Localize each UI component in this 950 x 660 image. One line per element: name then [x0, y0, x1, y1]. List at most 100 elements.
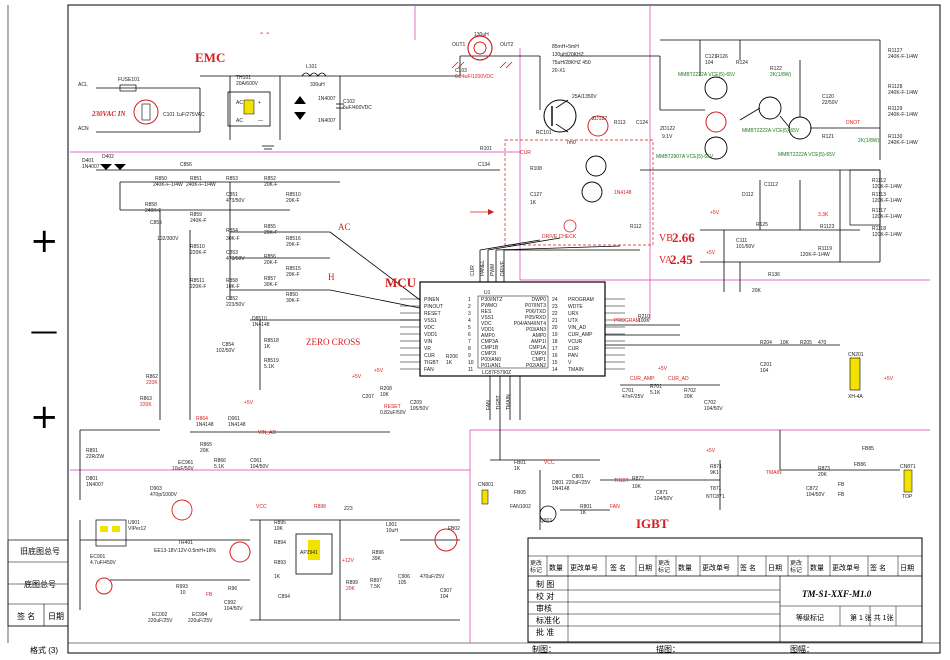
- svg-text:C101 1uF/275VAC: C101 1uF/275VAC: [163, 112, 205, 118]
- mcu-right-pin-number: 23: [552, 304, 558, 310]
- svg-text:1K: 1K: [514, 466, 521, 472]
- svg-text:473/50V: 473/50V: [226, 198, 245, 204]
- svg-text:C871: C871: [656, 490, 668, 496]
- svg-text:R208: R208: [380, 386, 392, 392]
- mcu-inner-left: P00/AN0: [481, 357, 501, 363]
- acl-label: ACL: [78, 82, 88, 88]
- va-vb-network: [700, 170, 881, 292]
- svg-text:470p/1000V: 470p/1000V: [150, 492, 178, 498]
- cn871-label: TOP: [902, 494, 913, 500]
- svg-text:C851: C851: [226, 192, 238, 198]
- svg-text:9K1: 9K1: [710, 470, 719, 476]
- svg-text:AC: AC: [236, 100, 243, 106]
- acn-label: ACN: [78, 126, 89, 132]
- svg-text:120K-F-1/4W: 120K-F-1/4W: [800, 252, 830, 258]
- svg-text:C121: C121: [705, 54, 717, 60]
- coil-note-4: 20-X1: [552, 68, 566, 74]
- svg-text:—: —: [258, 118, 263, 124]
- svg-text:TH101: TH101: [236, 75, 251, 81]
- svg-text:FAN: FAN: [610, 504, 620, 510]
- mcu-right-pin: CUR_AMP: [568, 332, 593, 338]
- svg-text:D801: D801: [86, 476, 98, 482]
- svg-text:220K: 220K: [146, 380, 158, 386]
- svg-text:R866: R866: [214, 458, 226, 464]
- svg-text:105/50V: 105/50V: [410, 406, 429, 412]
- svg-text:R864: R864: [196, 416, 208, 422]
- svg-text:C201: C201: [760, 362, 772, 368]
- svg-text:R891: R891: [86, 448, 98, 454]
- mcu-inner-right: AMP0: [532, 333, 546, 339]
- svg-text:L101: L101: [306, 64, 317, 70]
- zero-cross-label: ZERO CROSS: [306, 337, 360, 347]
- svg-text:TIGBT: TIGBT: [496, 395, 502, 410]
- svg-text:3.3K: 3.3K: [818, 212, 829, 218]
- svg-text:R896: R896: [372, 550, 384, 556]
- svg-text:R1112: R1112: [872, 178, 886, 184]
- svg-text:10uH: 10uH: [386, 528, 398, 534]
- svg-text:R126: R126: [716, 54, 728, 60]
- title-block-row-label: 校 对: [536, 591, 554, 601]
- svg-text:1K: 1K: [446, 360, 453, 366]
- svg-text:C702: C702: [704, 400, 716, 406]
- c103-value: 0.24uF/1200VDC: [455, 74, 494, 80]
- svg-text:+: +: [258, 100, 261, 106]
- svg-text:C209: C209: [410, 400, 422, 406]
- svg-text:1N4007: 1N4007: [318, 118, 336, 124]
- mcu-right-pin-number: 20: [552, 325, 558, 331]
- svg-text:104/50V: 104/50V: [224, 606, 243, 612]
- svg-text:+5V: +5V: [710, 210, 720, 216]
- svg-text:ZD122: ZD122: [592, 116, 607, 122]
- title-block-header-cell: 数量: [549, 563, 563, 572]
- mcu-left-pin: CUR: [424, 353, 435, 359]
- svg-text:R1129: R1129: [888, 106, 903, 112]
- svg-text:FB86: FB86: [854, 462, 866, 468]
- svg-text:1N4007: 1N4007: [82, 164, 100, 170]
- svg-text:R1123: R1123: [820, 224, 835, 230]
- mcu-inner-right: DWP0: [532, 297, 547, 303]
- svg-text:C906: C906: [398, 574, 410, 580]
- mcu-right-wires: [605, 324, 840, 386]
- svg-text:PANEL: PANEL: [480, 260, 486, 276]
- mcu-left-pin: RESET: [424, 311, 441, 317]
- cn802-label: FAN1002: [510, 504, 531, 510]
- svg-text:105: 105: [398, 580, 407, 586]
- mcu-inner-right: P02/AN2: [526, 363, 546, 369]
- svg-text:R855: R855: [264, 224, 276, 230]
- svg-text:240K-F-1/4W: 240K-F-1/4W: [186, 182, 216, 188]
- mcu-inner-right: AMP1I: [531, 339, 546, 345]
- svg-text:C061: C061: [250, 458, 262, 464]
- svg-text:5.1K: 5.1K: [214, 464, 225, 470]
- svg-text:ZD122: ZD122: [660, 126, 675, 132]
- svg-text:DNOT: DNOT: [846, 120, 860, 126]
- svg-text:R8510: R8510: [286, 192, 301, 198]
- svg-text:1N4148: 1N4148: [196, 422, 214, 428]
- svg-text:220K-F: 220K-F: [190, 250, 206, 256]
- svg-text:R856: R856: [264, 254, 276, 260]
- svg-text:1K: 1K: [580, 510, 587, 516]
- svg-text:240K-F-1/4W: 240K-F-1/4W: [888, 90, 918, 96]
- svg-text:+5V: +5V: [706, 250, 716, 256]
- svg-text:104: 104: [760, 368, 769, 374]
- ic-u901: [95, 519, 127, 547]
- svg-text:1N4148: 1N4148: [228, 422, 246, 428]
- coil-note-2: 130uH/20KHZ: [552, 52, 584, 58]
- svg-text:10K: 10K: [780, 340, 790, 346]
- svg-text:RC101: RC101: [536, 130, 552, 136]
- svg-text:+12V: +12V: [342, 558, 354, 564]
- title-block-header-cell: 签 名: [870, 563, 886, 572]
- svg-text:1N4148: 1N4148: [614, 190, 632, 196]
- svg-text:R108: R108: [530, 166, 542, 172]
- cn901-label: XH-4A: [848, 394, 863, 400]
- svg-text:10K: 10K: [632, 484, 642, 490]
- svg-text:R124: R124: [736, 60, 748, 66]
- svg-text:AC: AC: [236, 118, 243, 124]
- svg-text:- -: - -: [260, 28, 269, 39]
- mcu-inner-left: VDC: [481, 321, 492, 327]
- mcu-right-pin-number: 19: [552, 332, 558, 338]
- mcu-left-pin-number: 8: [468, 346, 471, 352]
- svg-text:VIPer12: VIPer12: [128, 526, 146, 532]
- svg-text:101/50V: 101/50V: [736, 244, 755, 250]
- svg-text:R112: R112: [630, 224, 642, 230]
- plus-symbol-bottom: +: [30, 397, 59, 437]
